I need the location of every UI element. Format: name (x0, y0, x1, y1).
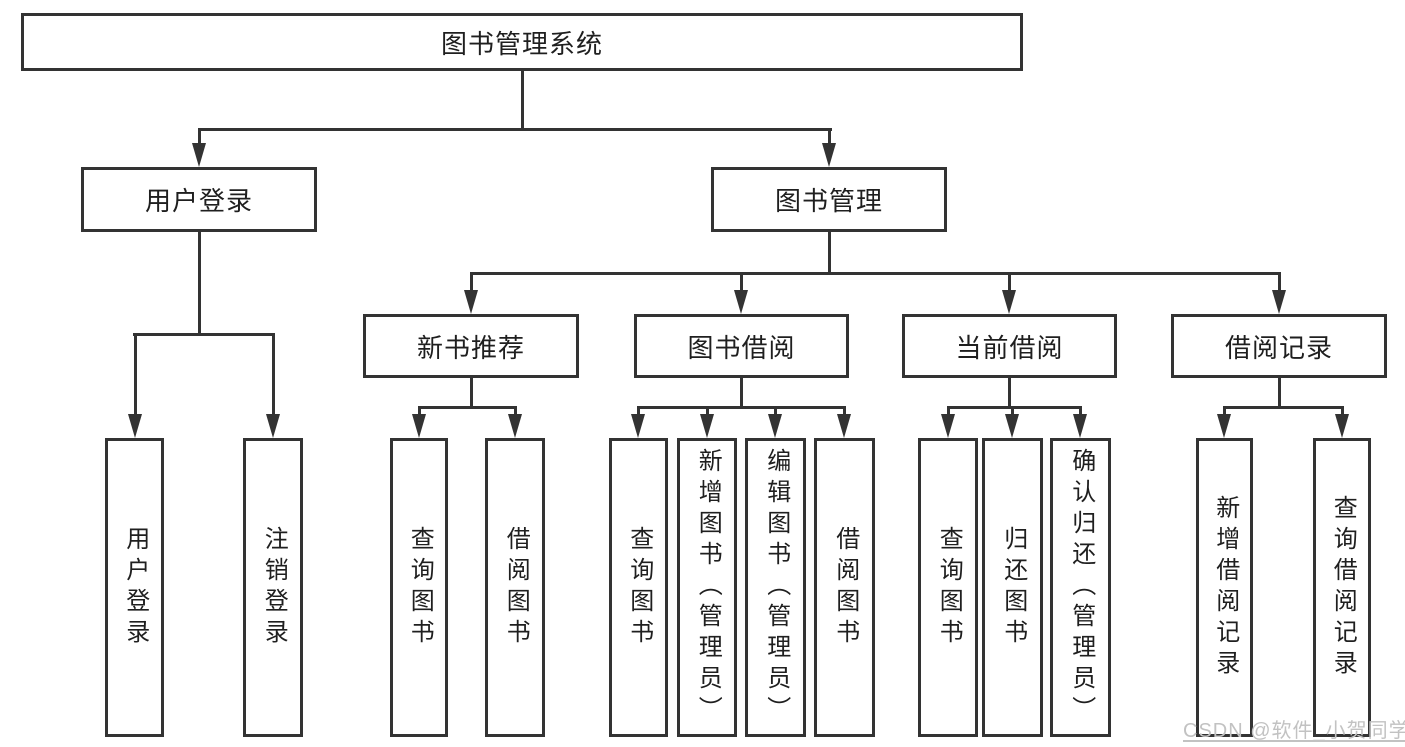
node-label: 用户登录 (121, 525, 149, 650)
connector-line (417, 407, 421, 418)
node-label: 新书推荐 (416, 332, 525, 363)
leaf-user-login: 用户登录 (105, 438, 164, 737)
node-book-borrowing: 图书借阅 (634, 314, 849, 378)
connector-line (1008, 378, 1011, 408)
leaf-query-borrow-record: 查询借阅记录 (1313, 438, 1371, 737)
connector-line (1277, 378, 1281, 408)
connector-line (1277, 273, 1281, 294)
connector-line (739, 273, 743, 294)
connector-line (197, 232, 201, 335)
arrowhead-down-icon (1005, 414, 1019, 438)
connector-line (842, 407, 846, 418)
leaf-borrow-books-recommend: 借阅图书 (485, 438, 545, 737)
node-label: 新增借阅记录 (1211, 494, 1239, 681)
node-label: 借阅图书 (502, 525, 530, 650)
leaf-query-books-borrowing: 查询图书 (609, 438, 668, 737)
arrowhead-down-icon (822, 143, 836, 167)
node-user-login: 用户登录 (81, 167, 317, 232)
node-label: 用户登录 (144, 186, 253, 216)
arrowhead-down-icon (508, 414, 522, 438)
leaf-return-book: 归还图书 (982, 438, 1043, 737)
arrowhead-down-icon (941, 414, 955, 438)
node-label: 查询图书 (406, 525, 434, 650)
connector-line (469, 273, 473, 294)
connector-line (1222, 406, 1344, 409)
leaf-confirm-return-admin: 确认归还（管理员） (1050, 438, 1111, 737)
csdn-watermark: CSDN @软件_小贺同学 (1183, 720, 1405, 742)
arrowhead-down-icon (768, 414, 782, 438)
connector-line (636, 407, 640, 418)
arrowhead-down-icon (734, 290, 748, 314)
node-label: 图书借阅 (687, 332, 796, 363)
node-label: 图书管理系统 (440, 28, 603, 59)
connector-line (946, 406, 1082, 409)
connector-line (133, 334, 137, 418)
leaf-logout: 注销登录 (243, 438, 303, 737)
arrowhead-down-icon (1002, 290, 1016, 314)
node-label: 查询借阅记录 (1329, 494, 1357, 681)
connector-line (520, 70, 524, 130)
connector-line (1222, 407, 1226, 418)
connector-line (946, 407, 950, 418)
arrowhead-down-icon (700, 414, 714, 438)
connector-line (133, 333, 275, 336)
node-label: 编辑图书（管理员） (762, 448, 790, 727)
arrowhead-down-icon (1217, 414, 1231, 438)
connector-line (740, 378, 743, 408)
arrowhead-down-icon (266, 414, 280, 438)
node-label: 查询图书 (625, 525, 653, 650)
arrowhead-down-icon (412, 414, 426, 438)
leaf-query-books-recommend: 查询图书 (390, 438, 448, 737)
connector-line (637, 406, 846, 409)
connector-line (1078, 407, 1082, 418)
node-label: 确认归还（管理员） (1067, 448, 1095, 727)
arrowhead-down-icon (1335, 414, 1349, 438)
arrowhead-down-icon (837, 414, 851, 438)
connector-line (705, 407, 709, 418)
node-label: 图书管理 (774, 186, 883, 216)
node-label: 借阅记录 (1224, 332, 1333, 363)
node-current-borrowing: 当前借阅 (902, 314, 1117, 378)
leaf-query-books-current: 查询图书 (918, 438, 978, 737)
connector-line (827, 128, 831, 147)
node-label: 借阅图书 (831, 525, 859, 650)
connector-line (827, 232, 831, 274)
connector-line (513, 407, 517, 418)
node-label: 新增图书（管理员） (694, 448, 722, 727)
node-new-book-recommend: 新书推荐 (363, 314, 579, 378)
connector-line (197, 128, 201, 147)
node-label: 注销登录 (260, 525, 288, 650)
connector-line (1340, 407, 1344, 418)
arrowhead-down-icon (1272, 290, 1286, 314)
connector-line (1007, 273, 1011, 294)
leaf-add-borrow-record: 新增借阅记录 (1196, 438, 1253, 737)
node-label: 归还图书 (999, 525, 1027, 650)
connector-line (197, 128, 832, 131)
arrowhead-down-icon (128, 414, 142, 438)
connector-line (469, 272, 1281, 275)
connector-line (469, 378, 473, 408)
connector-line (417, 406, 517, 409)
leaf-add-book-admin: 新增图书（管理员） (677, 438, 737, 737)
node-borrow-records: 借阅记录 (1171, 314, 1387, 378)
connector-line (1010, 407, 1014, 418)
leaf-borrow-books-borrowing: 借阅图书 (814, 438, 875, 737)
arrowhead-down-icon (1073, 414, 1087, 438)
node-label: 查询图书 (935, 525, 963, 650)
arrowhead-down-icon (631, 414, 645, 438)
arrowhead-down-icon (464, 290, 478, 314)
node-library-system: 图书管理系统 (21, 13, 1023, 71)
connector-line (271, 334, 275, 418)
arrowhead-down-icon (192, 143, 206, 167)
node-label: 当前借阅 (955, 332, 1064, 363)
connector-line (773, 407, 777, 418)
node-book-management: 图书管理 (711, 167, 947, 232)
leaf-edit-book-admin: 编辑图书（管理员） (745, 438, 806, 737)
